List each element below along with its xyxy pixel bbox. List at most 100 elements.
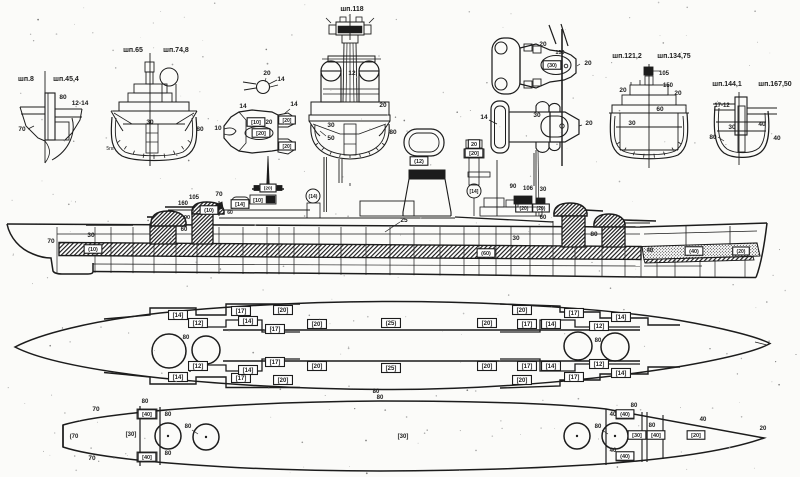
svg-text:(40): (40): [620, 412, 630, 418]
svg-text:шп.144,1: шп.144,1: [712, 81, 742, 88]
svg-text:(20): (20): [737, 249, 746, 255]
svg-text:[17]: [17]: [236, 309, 247, 315]
svg-text:80: 80: [165, 412, 172, 418]
svg-text:(30): (30): [547, 63, 557, 69]
svg-text:14: 14: [290, 101, 298, 108]
svg-text:14: 14: [239, 103, 247, 110]
svg-text:80: 80: [377, 395, 384, 401]
svg-text:[17]: [17]: [569, 311, 580, 317]
svg-text:(10): (10): [88, 247, 98, 253]
svg-text:(20): (20): [264, 186, 273, 192]
svg-text:[40]: [40]: [142, 455, 152, 461]
svg-text:[10]: [10]: [253, 198, 263, 204]
svg-text:30: 30: [327, 122, 335, 129]
svg-text:80: 80: [709, 134, 717, 141]
svg-text:60: 60: [181, 227, 188, 233]
svg-text:20: 20: [471, 142, 477, 148]
svg-text:[12]: [12]: [193, 364, 204, 370]
svg-text:80: 80: [389, 129, 397, 136]
svg-text:160: 160: [178, 201, 189, 207]
svg-text:[40]: [40]: [142, 412, 152, 418]
svg-text:[20]: [20]: [283, 118, 292, 124]
svg-text:[20]: [20]: [517, 378, 528, 384]
svg-text:[20]: [20]: [469, 151, 479, 157]
svg-text:[20]: [20]: [517, 308, 528, 314]
svg-text:[20]: [20]: [283, 144, 292, 150]
svg-text:80: 80: [373, 389, 380, 395]
svg-text:14: 14: [480, 114, 488, 121]
svg-text:40: 40: [758, 121, 766, 128]
svg-text:[14]: [14]: [243, 368, 254, 374]
svg-text:[14]: [14]: [173, 313, 184, 319]
svg-text:[10]: [10]: [251, 120, 261, 126]
svg-text:(20): (20): [520, 206, 529, 212]
svg-text:(14): (14): [309, 194, 318, 200]
svg-text:40: 40: [647, 248, 654, 254]
svg-text:40: 40: [773, 135, 781, 142]
svg-text:20: 20: [266, 120, 273, 126]
svg-text:[17]: [17]: [270, 327, 281, 333]
svg-text:60: 60: [540, 215, 547, 221]
svg-text:70: 70: [215, 191, 223, 198]
svg-text:30: 30: [87, 232, 95, 239]
svg-text:80: 80: [631, 403, 638, 409]
svg-text:20: 20: [674, 90, 682, 97]
svg-text:[20]: [20]: [256, 131, 266, 137]
svg-text:шп.167,50: шп.167,50: [758, 81, 792, 88]
svg-text:[14]: [14]: [173, 375, 184, 381]
svg-text:80: 80: [649, 423, 656, 429]
svg-text:30: 30: [512, 235, 520, 242]
svg-text:105: 105: [189, 195, 200, 201]
svg-text:[17]: [17]: [569, 375, 580, 381]
svg-text:[14]: [14]: [243, 319, 254, 325]
svg-text:[12]: [12]: [193, 321, 204, 327]
svg-text:20: 20: [619, 87, 627, 94]
svg-text:[30]: [30]: [126, 432, 137, 438]
svg-text:[17]: [17]: [236, 376, 247, 382]
svg-text:14: 14: [277, 76, 285, 83]
svg-text:20: 20: [584, 60, 592, 67]
svg-text:[20]: [20]: [482, 364, 493, 370]
svg-text:17-12: 17-12: [714, 103, 730, 109]
svg-text:(25): (25): [386, 321, 397, 327]
svg-text:105: 105: [659, 71, 670, 77]
svg-text:80: 80: [196, 126, 204, 133]
svg-text:шп.45,4: шп.45,4: [53, 76, 79, 83]
svg-text:20: 20: [263, 70, 271, 77]
svg-text:20: 20: [760, 426, 767, 432]
svg-text:[20]: [20]: [482, 321, 493, 327]
svg-text:[20]: [20]: [278, 378, 289, 384]
svg-text:80: 80: [142, 399, 149, 405]
svg-text:80: 80: [595, 424, 602, 430]
svg-text:70: 70: [47, 238, 55, 245]
svg-text:(40): (40): [689, 249, 699, 255]
svg-text:80: 80: [185, 424, 192, 430]
svg-text:20: 20: [539, 41, 547, 48]
svg-text:[14]: [14]: [235, 202, 245, 208]
svg-text:[20]: [20]: [278, 308, 289, 314]
svg-text:20: 20: [379, 102, 387, 109]
svg-text:20: 20: [585, 120, 593, 127]
svg-text:30: 30: [533, 112, 541, 119]
svg-text:[17]: [17]: [270, 360, 281, 366]
svg-text:80: 80: [165, 451, 172, 457]
svg-text:25: 25: [400, 217, 408, 224]
svg-text:[17]: [17]: [522, 364, 533, 370]
svg-text:шп.74,8: шп.74,8: [163, 47, 189, 54]
svg-text:40: 40: [700, 417, 707, 423]
svg-text:[12]: [12]: [594, 324, 605, 330]
svg-text:[14]: [14]: [546, 364, 557, 370]
svg-text:80: 80: [590, 231, 598, 238]
svg-text:12: 12: [348, 70, 356, 77]
svg-text:106: 106: [523, 186, 534, 192]
svg-text:12-14: 12-14: [72, 100, 89, 107]
svg-text:шп.8: шп.8: [18, 76, 34, 83]
svg-text:шп.65: шп.65: [123, 47, 143, 54]
svg-text:(70: (70: [70, 434, 79, 440]
svg-text:[14]: [14]: [470, 189, 479, 195]
svg-text:[40]: [40]: [651, 433, 661, 439]
svg-text:(20): (20): [537, 206, 546, 212]
svg-text:[20]: [20]: [691, 433, 701, 439]
svg-text:60: 60: [656, 106, 664, 113]
svg-text:30: 30: [146, 119, 154, 126]
